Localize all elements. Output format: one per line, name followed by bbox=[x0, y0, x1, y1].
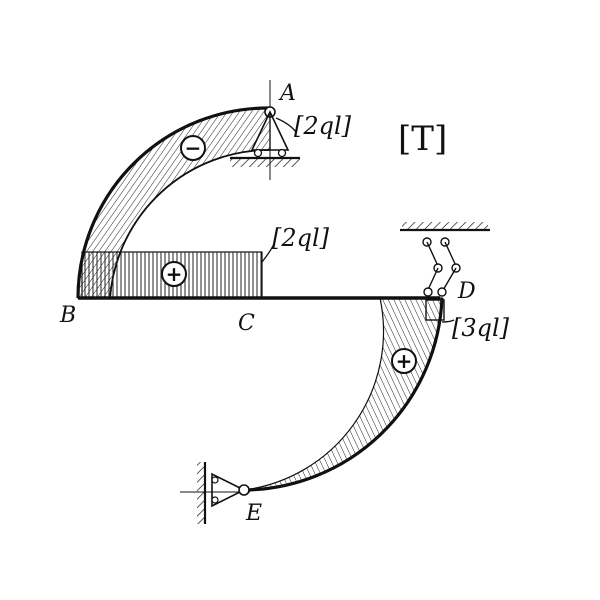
label-d: D bbox=[457, 279, 476, 304]
horizontal-section bbox=[78, 251, 440, 300]
sign-horizontal: + bbox=[166, 262, 183, 286]
label-a: A bbox=[278, 81, 296, 106]
support-a bbox=[230, 80, 300, 180]
value-labels: [2ql] [2ql] [3ql] bbox=[261, 112, 510, 342]
sign-top-arc: − bbox=[185, 136, 202, 160]
label-c: C bbox=[238, 311, 255, 336]
sign-lower-arc: + bbox=[396, 349, 413, 373]
hinge-d bbox=[423, 287, 433, 297]
label-e: E bbox=[245, 501, 262, 526]
point-labels: A B C D E bbox=[59, 81, 476, 526]
lower-arc-section bbox=[243, 297, 444, 492]
value-top-arc: [2ql] bbox=[294, 112, 352, 140]
support-d bbox=[400, 222, 490, 321]
lower-arc-outline bbox=[243, 297, 444, 492]
label-b: B bbox=[59, 303, 76, 328]
value-horizontal: [2ql] bbox=[272, 224, 330, 252]
sign-markers: − + + bbox=[161, 135, 417, 374]
value-lower-arc: [3ql] bbox=[452, 314, 510, 342]
diagram-title: [T] bbox=[398, 119, 447, 159]
support-e bbox=[180, 462, 250, 524]
hinge-e bbox=[238, 484, 250, 496]
